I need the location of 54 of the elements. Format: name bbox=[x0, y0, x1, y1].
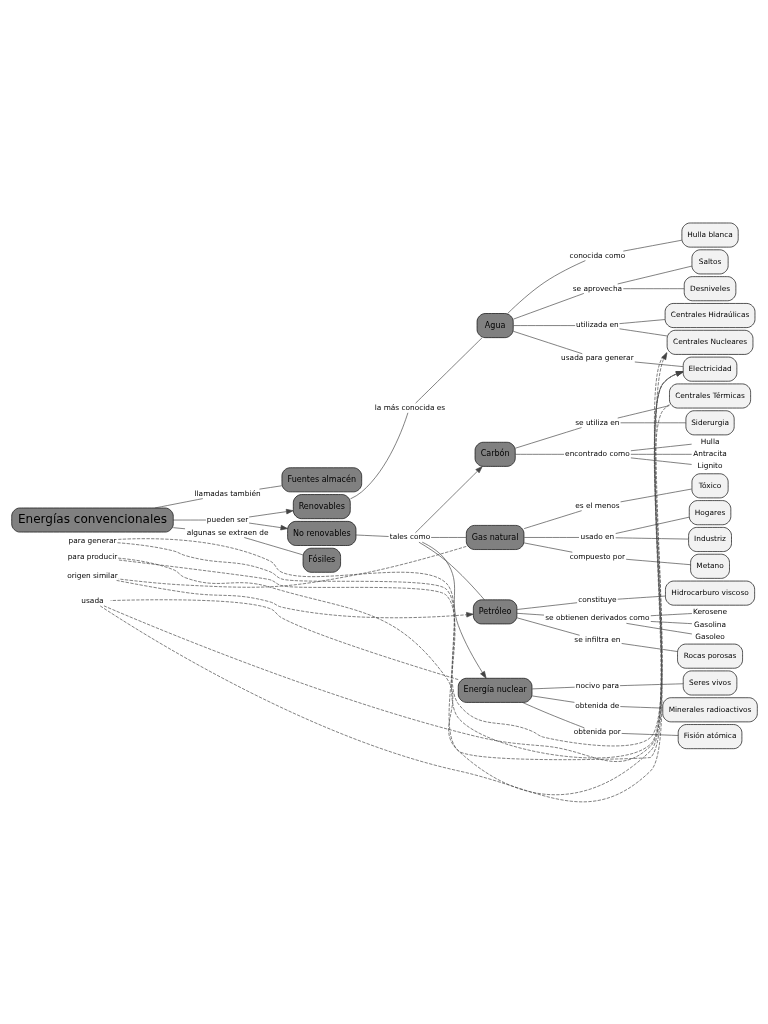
connector bbox=[154, 497, 203, 508]
connector bbox=[172, 526, 185, 529]
connector bbox=[349, 411, 408, 499]
connector bbox=[523, 542, 573, 553]
connector bbox=[649, 612, 692, 616]
connector bbox=[616, 595, 666, 600]
connector bbox=[258, 484, 282, 489]
connector bbox=[512, 330, 583, 354]
connector bbox=[514, 453, 564, 455]
connector bbox=[619, 421, 686, 423]
connector bbox=[243, 536, 303, 555]
connector bbox=[625, 558, 691, 565]
connector bbox=[521, 701, 585, 728]
connector bbox=[506, 259, 586, 314]
connector bbox=[516, 616, 580, 636]
connector bbox=[618, 327, 667, 336]
connector bbox=[414, 336, 482, 403]
connector bbox=[625, 622, 692, 634]
connector bbox=[531, 686, 575, 689]
connector bbox=[620, 732, 679, 736]
connector bbox=[630, 453, 692, 455]
connector bbox=[523, 509, 582, 529]
connector bbox=[634, 361, 683, 367]
arrow bbox=[421, 541, 486, 679]
connector bbox=[619, 682, 683, 686]
connector bbox=[614, 536, 689, 539]
connector bbox=[649, 620, 692, 624]
connector bbox=[531, 695, 575, 703]
connector bbox=[109, 598, 459, 680]
arrow bbox=[115, 579, 474, 618]
connector bbox=[516, 612, 544, 615]
connector bbox=[172, 519, 206, 520]
connector bbox=[618, 318, 665, 324]
connector bbox=[619, 705, 663, 708]
connector bbox=[418, 541, 485, 600]
connector bbox=[616, 265, 692, 284]
arrow bbox=[248, 508, 293, 517]
connector bbox=[622, 239, 682, 251]
connector bbox=[620, 642, 678, 652]
connector bbox=[630, 443, 692, 451]
node-box: Energías convencionales bbox=[10, 507, 174, 532]
connector bbox=[523, 536, 579, 538]
connector bbox=[512, 324, 575, 326]
connector bbox=[514, 426, 582, 449]
connector bbox=[355, 534, 389, 537]
arrow bbox=[414, 465, 483, 533]
connector bbox=[614, 516, 689, 534]
connector bbox=[630, 457, 692, 465]
connector bbox=[430, 536, 467, 538]
arrow bbox=[248, 522, 288, 530]
connector bbox=[619, 488, 692, 502]
connector bbox=[516, 601, 577, 610]
connector bbox=[512, 292, 584, 319]
connector bbox=[622, 287, 685, 289]
